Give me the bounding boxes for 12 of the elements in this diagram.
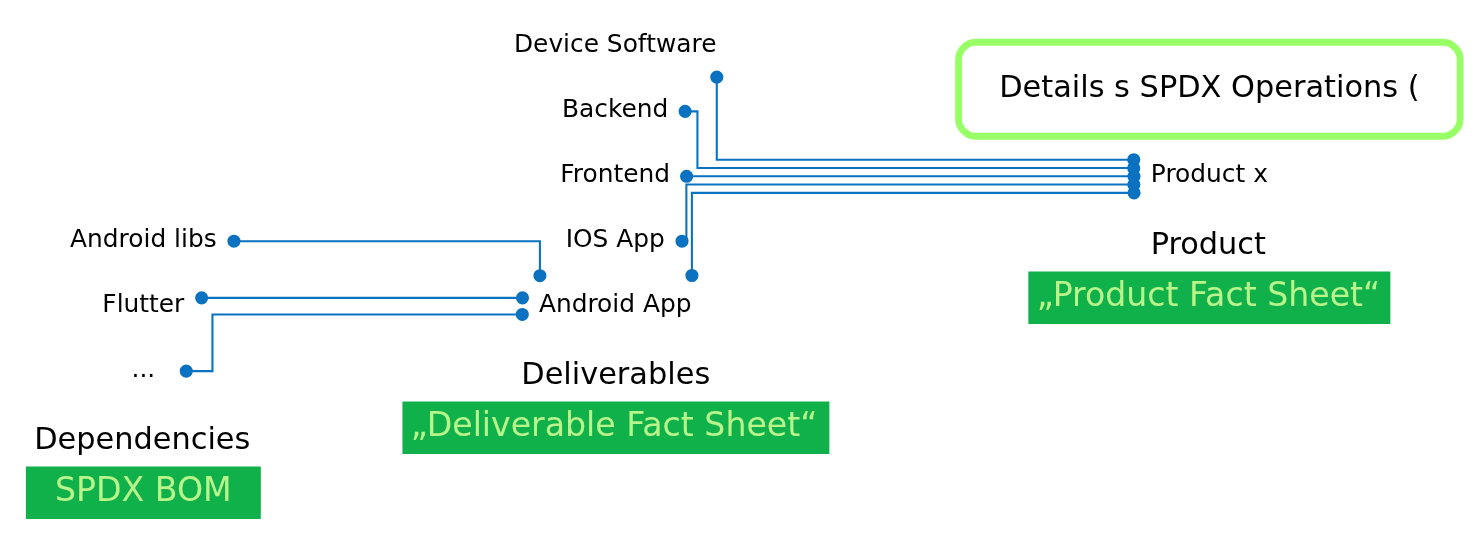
node-text: Device Software [513, 28, 717, 58]
node-text: IOS App [565, 223, 665, 253]
node-label: Product [1150, 225, 1266, 261]
node-label: Dependencies [34, 420, 251, 456]
node-text: Frontend [560, 158, 671, 188]
node-text: Android libs [70, 223, 217, 253]
node-text: Product x [1150, 158, 1268, 188]
node-text: Android App [538, 288, 692, 318]
node-text: Flutter [102, 288, 185, 318]
node-text: Backend [562, 93, 669, 123]
node-text: ... [131, 353, 156, 383]
node-label: Deliverables [521, 355, 711, 391]
